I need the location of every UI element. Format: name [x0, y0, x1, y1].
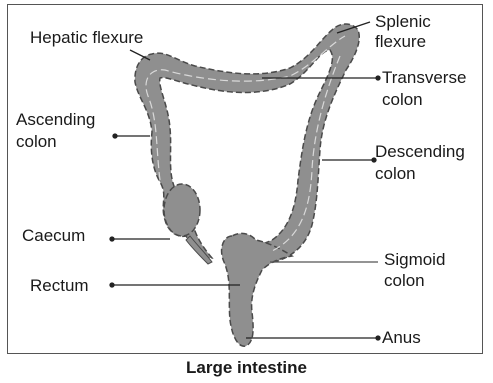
label-transverse-colon-line1: Transverse: [382, 68, 466, 88]
label-splenic-flexure-line1: Splenic: [375, 12, 431, 32]
leader-caecum-dot: [110, 237, 114, 241]
label-anus: Anus: [382, 328, 421, 348]
label-sigmoid-colon-line2: colon: [384, 271, 425, 291]
leader-ascending-dot: [113, 134, 117, 138]
leader-hepatic-flexure: [130, 50, 150, 60]
caecum-shape: [164, 184, 200, 236]
leader-transverse-dot: [376, 76, 380, 80]
label-ascending-colon-line1: Ascending: [16, 110, 95, 130]
label-hepatic-flexure: Hepatic flexure: [30, 28, 143, 48]
label-ascending-colon-line2: colon: [16, 132, 57, 152]
rectum-shape: [222, 233, 292, 346]
label-descending-colon-line1: Descending: [375, 142, 465, 162]
label-splenic-flexure-line2: flexure: [375, 32, 426, 52]
leader-rectum-dot: [110, 283, 114, 287]
label-caecum: Caecum: [22, 226, 85, 246]
label-transverse-colon-line2: colon: [382, 90, 423, 110]
label-rectum: Rectum: [30, 276, 89, 296]
large-intestine-illustration: [135, 24, 359, 346]
leader-anus-dot: [376, 336, 380, 340]
figure-caption: Large intestine: [0, 358, 493, 378]
label-descending-colon-line2: colon: [375, 164, 416, 184]
label-sigmoid-colon-line1: Sigmoid: [384, 250, 445, 270]
